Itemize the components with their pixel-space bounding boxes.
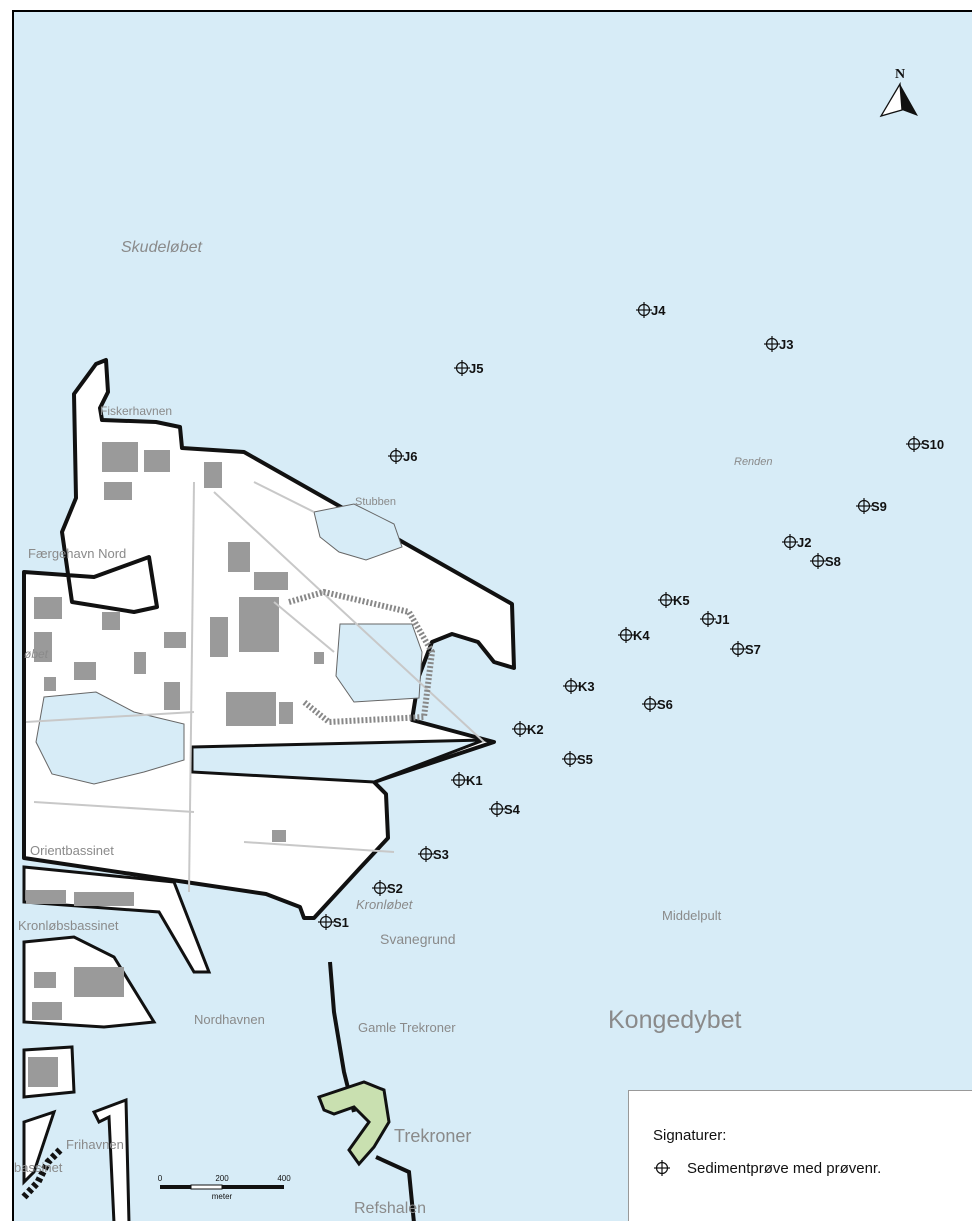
sample-label-s7: S7 (745, 642, 761, 657)
sample-label-k3: K3 (578, 679, 595, 694)
sample-point-s9[interactable]: S9 (856, 498, 887, 514)
buildings-kronlob (32, 967, 124, 1020)
scale-bar-segment-3 (222, 1185, 284, 1189)
label-sydlobet: øbet (24, 647, 49, 661)
sample-label-j5: J5 (469, 361, 483, 376)
sample-label-s9: S9 (871, 499, 887, 514)
label-kongedybet: Kongedybet (608, 1006, 742, 1034)
label-kronlobsbassinet: Kronløbsbassinet (18, 918, 119, 933)
sample-point-s4[interactable]: S4 (489, 801, 521, 817)
sample-label-k1: K1 (466, 773, 483, 788)
sample-label-s4: S4 (504, 802, 521, 817)
sample-points-layer: J4J3J5J6S10S9J2S8K5J1K4S7K3S6K2S5K1S4S3S… (318, 302, 944, 930)
label-nordhavnen: Nordhavnen (194, 1012, 265, 1027)
map-frame[interactable]: Skudeløbet Fiskerhavnen Færgehavn Nord S… (12, 10, 972, 1221)
refshalen-breakwater (375, 1155, 416, 1221)
sample-point-s2[interactable]: S2 (372, 880, 403, 896)
sample-point-k1[interactable]: K1 (451, 772, 483, 788)
sample-point-k5[interactable]: K5 (658, 592, 690, 608)
sample-label-k4: K4 (633, 628, 650, 643)
land-south-west (22, 865, 212, 974)
scale-tick-200: 200 (215, 1174, 229, 1183)
label-kronlobet: Kronløbet (356, 897, 414, 912)
sample-point-s6[interactable]: S6 (642, 696, 673, 712)
north-arrow-icon: N (879, 67, 918, 118)
sample-point-icon (654, 1160, 670, 1176)
label-refshalen: Refshalen (354, 1200, 426, 1217)
scale-bar-segment-1 (160, 1185, 191, 1189)
label-faergehavn-nord: Færgehavn Nord (28, 546, 126, 561)
scale-bar: 0 200 400 meter (154, 1167, 304, 1217)
label-frihavnen: Frihavnen (66, 1137, 124, 1152)
sample-label-j6: J6 (403, 449, 417, 464)
sample-point-k3[interactable]: K3 (563, 678, 595, 694)
reclaimed-basin (335, 623, 423, 703)
sample-point-j1[interactable]: J1 (700, 611, 729, 627)
sample-point-s10[interactable]: S10 (906, 436, 944, 452)
label-skudelobet: Skudeløbet (121, 239, 202, 256)
label-trekroner: Trekroner (394, 1126, 471, 1146)
legend-item: Sedimentprøve med prøvenr. (653, 1159, 881, 1177)
basin-channel (190, 738, 485, 784)
streets (25, 481, 485, 893)
scale-tick-0: 0 (158, 1174, 163, 1183)
legend-box: Signaturer: Sedimentprøve med prøvenr. (628, 1090, 972, 1221)
buildings-frihavn (28, 1057, 58, 1087)
map-canvas[interactable]: Skudeløbet Fiskerhavnen Færgehavn Nord S… (14, 12, 972, 1221)
label-stubben: Stubben (355, 496, 396, 508)
frihavn-mole (91, 1097, 131, 1221)
scale-bar-segment-2 (190, 1184, 223, 1190)
sample-label-j3: J3 (779, 337, 793, 352)
sample-label-j4: J4 (651, 303, 666, 318)
legend-item-label: Sedimentprøve med prøvenr. (687, 1159, 882, 1177)
trekroner-island (317, 1080, 391, 1167)
north-label: N (895, 67, 905, 82)
sample-point-s3[interactable]: S3 (418, 846, 449, 862)
sample-point-j6[interactable]: J6 (388, 448, 417, 464)
label-middelpult: Middelpult (662, 908, 722, 923)
stubben-lake (313, 503, 403, 561)
sample-point-j2[interactable]: J2 (782, 534, 811, 550)
sample-point-j3[interactable]: J3 (764, 336, 793, 352)
reclaimed-edge (288, 588, 436, 726)
sample-point-k4[interactable]: K4 (618, 627, 650, 643)
scale-unit: meter (212, 1192, 233, 1201)
label-basinet: bassinet (14, 1160, 63, 1175)
sample-point-s7[interactable]: S7 (730, 641, 761, 657)
sample-point-j5[interactable]: J5 (454, 360, 483, 376)
sample-label-j2: J2 (797, 535, 811, 550)
label-fiskerhavnen: Fiskerhavnen (100, 404, 172, 418)
chain-rocks (21, 1147, 63, 1200)
sample-point-k2[interactable]: K2 (512, 721, 544, 737)
sample-label-s2: S2 (387, 881, 403, 896)
label-renden: Renden (734, 456, 773, 468)
label-gamle-trekroner: Gamle Trekroner (358, 1020, 456, 1035)
sample-label-k5: K5 (673, 593, 690, 608)
sample-label-s6: S6 (657, 697, 673, 712)
sample-point-s8[interactable]: S8 (810, 553, 841, 569)
sample-label-k2: K2 (527, 722, 544, 737)
sample-point-j4[interactable]: J4 (636, 302, 666, 318)
sample-label-s10: S10 (921, 437, 944, 452)
buildings-south (26, 890, 134, 906)
inner-basin-west (35, 691, 185, 785)
sample-point-s1[interactable]: S1 (318, 914, 349, 930)
sample-label-s8: S8 (825, 554, 841, 569)
label-svanegrund: Svanegrund (380, 931, 456, 947)
sample-point-s5[interactable]: S5 (562, 751, 593, 767)
buildings (34, 442, 324, 842)
scale-tick-400: 400 (277, 1174, 291, 1183)
sample-label-j1: J1 (715, 612, 729, 627)
sample-label-s5: S5 (577, 752, 593, 767)
legend-title: Signaturer: (653, 1127, 727, 1144)
sample-label-s1: S1 (333, 915, 349, 930)
sample-label-s3: S3 (433, 847, 449, 862)
label-orientbassinet: Orientbassinet (30, 843, 114, 858)
